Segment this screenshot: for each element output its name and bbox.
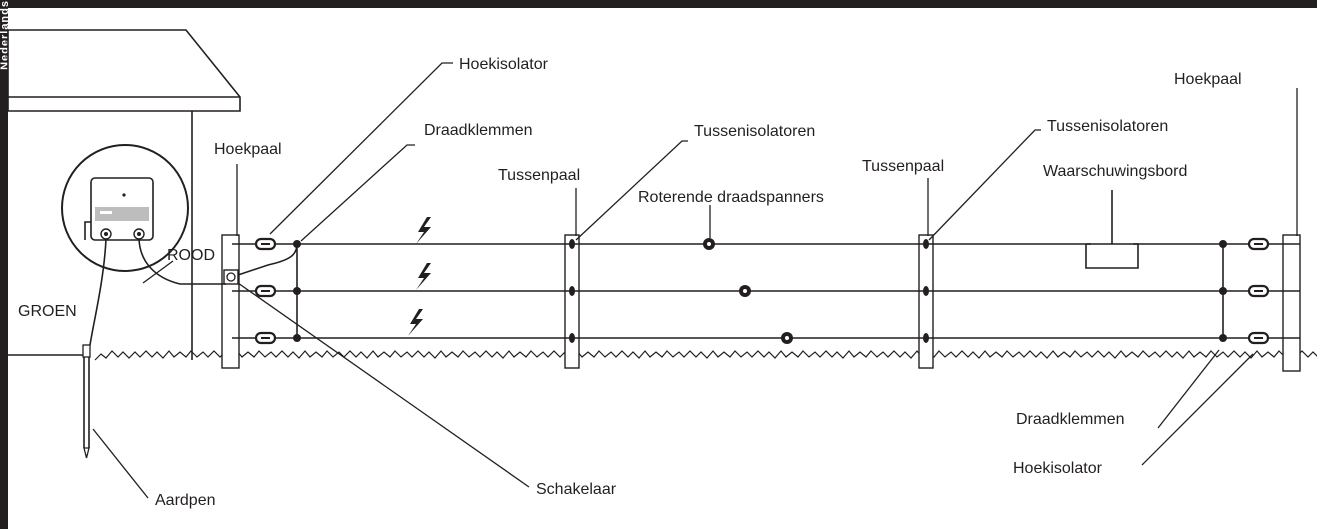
side-tab: Nederlands bbox=[0, 0, 8, 529]
grass bbox=[94, 350, 1317, 361]
label-tussenpaal-2: Tussenpaal bbox=[862, 158, 944, 175]
corner-post-left bbox=[221, 234, 240, 369]
fence-wires bbox=[232, 243, 1300, 339]
label-tussenpaal-1: Tussenpaal bbox=[498, 167, 580, 184]
label-groen: GROEN bbox=[18, 303, 77, 320]
ground-rod-icon bbox=[82, 344, 91, 459]
label-draadklemmen-bottom: Draadklemmen bbox=[1016, 411, 1124, 428]
label-hoekisolator-bottom: Hoekisolator bbox=[1013, 460, 1103, 477]
energizer-icon bbox=[61, 144, 189, 272]
label-draadklemmen-top: Draadklemmen bbox=[424, 122, 532, 139]
label-hoekpaal-left: Hoekpaal bbox=[214, 141, 282, 158]
line-insulators bbox=[569, 239, 929, 343]
corner-post-right bbox=[1282, 234, 1301, 372]
top-border bbox=[0, 0, 1317, 8]
leader-lines bbox=[92, 62, 1298, 499]
label-tussenisolatoren-2: Tussenisolatoren bbox=[1047, 118, 1168, 135]
label-aardpen: Aardpen bbox=[155, 492, 216, 509]
label-tussenisolatoren-1: Tussenisolatoren bbox=[694, 123, 815, 140]
label-schakelaar: Schakelaar bbox=[536, 481, 617, 498]
lightning-bolt-icon bbox=[408, 217, 431, 336]
corner-insulators-right bbox=[1247, 237, 1270, 345]
label-hoekpaal-right: Hoekpaal bbox=[1174, 71, 1242, 88]
label-rood: ROOD bbox=[167, 247, 215, 264]
rotary-tensioners bbox=[703, 238, 793, 344]
line-post-2 bbox=[918, 234, 934, 369]
corner-insulators-left bbox=[254, 237, 277, 345]
warning-sign bbox=[1085, 190, 1139, 269]
label-waarschuwingsbord: Waarschuwingsbord bbox=[1043, 163, 1187, 180]
label-roterende-draadspanners: Roterende draadspanners bbox=[638, 189, 824, 206]
line-post-1 bbox=[564, 234, 580, 369]
switch bbox=[223, 269, 239, 285]
wire-clamps bbox=[293, 240, 1227, 342]
building-icon bbox=[7, 29, 241, 360]
label-hoekisolator-top: Hoekisolator bbox=[459, 56, 549, 73]
